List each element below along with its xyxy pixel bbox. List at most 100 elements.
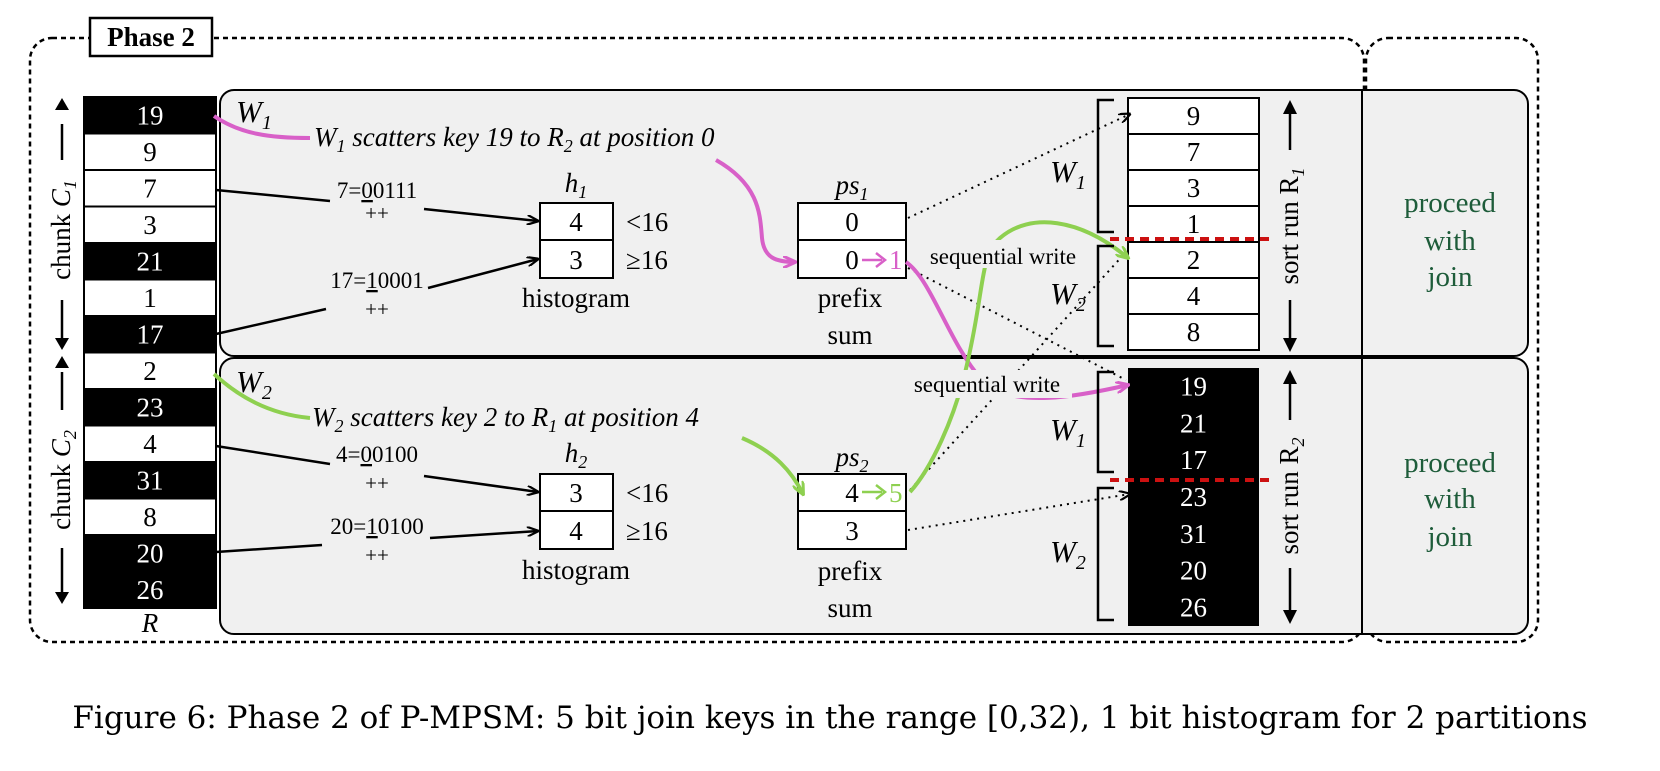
prefix-sum-1-value-b: 0 (845, 245, 859, 275)
run2-bracket-w1: W1 (1050, 412, 1086, 452)
relation-label: R (141, 608, 159, 638)
worker-1-label: W1 (236, 94, 272, 134)
relation-cell (83, 461, 217, 500)
sort-run-cell (1127, 205, 1260, 243)
relation-cell (83, 424, 217, 463)
sort-run-value: 26 (1180, 593, 1207, 623)
prefix-sum-2-title: ps2 (833, 442, 868, 476)
histogram-1-value-high: 3 (569, 245, 583, 275)
sort-run-value: 19 (1180, 371, 1207, 401)
histogram-1-range-low: <16 (626, 207, 668, 237)
w2-scatter-path-to-ps2 (741, 436, 803, 494)
relation-cell-value: 23 (137, 392, 164, 422)
sort-run-cell (1127, 133, 1260, 171)
dotted-ps1-to-run2 (907, 267, 1127, 381)
arrow-7-to-bit (215, 188, 331, 203)
dotted-ps2-to-run2 (907, 494, 1130, 531)
arrow-bit-to-hist2-high (429, 531, 538, 540)
histogram-2-cell-high (539, 510, 614, 550)
prefix-sum-1-caption-line1: prefix (818, 283, 883, 313)
relation-cell-value: 8 (143, 502, 157, 532)
prefix-sum-2-value-a: 4 (845, 478, 859, 508)
increment-20: ++ (365, 543, 389, 567)
relation-cell-value: 3 (143, 210, 157, 240)
svg-text:with: with (1424, 483, 1476, 515)
arrow-20-to-bit (215, 543, 323, 554)
proceed-with-join-2: proceed with join (1404, 447, 1496, 553)
histogram-1-value-low: 4 (569, 207, 583, 237)
sort-run-value: 9 (1187, 101, 1201, 131)
sort-run-cell (1127, 169, 1260, 207)
relation-cell-value: 1 (143, 283, 157, 313)
prefix-sum-2-update-arrowhead (875, 484, 888, 500)
sort-run-value: 21 (1180, 408, 1207, 438)
histogram-1-range-high: ≥16 (626, 245, 668, 275)
prefix-sum-2-cell-b (797, 510, 907, 550)
worker-1-scatter-note: W1 scatters key 19 to R2 at position 0 (314, 122, 715, 156)
histogram-1-caption: histogram (522, 283, 630, 313)
sort-run-value: 1 (1187, 209, 1201, 239)
histogram-2-caption: histogram (522, 555, 630, 585)
sort-run-value: 20 (1180, 556, 1207, 586)
relation-cell-value: 9 (143, 137, 157, 167)
histogram-2-value-low: 3 (569, 478, 583, 508)
histogram-2-range-low: <16 (626, 478, 668, 508)
run1-bracket-w1: W1 (1050, 154, 1086, 194)
sort-run-value: 4 (1187, 281, 1201, 311)
histogram-2-range-high: ≥16 (626, 516, 668, 546)
histogram-1-cell-high (539, 239, 614, 279)
chunk-2-indicator: chunk C2 (46, 356, 80, 604)
relation-cell-value: 7 (143, 173, 157, 203)
sequential-write-1-bg (918, 240, 1088, 268)
chunk-1-label: chunk C1 (46, 180, 80, 280)
sort-run-value: 31 (1180, 519, 1207, 549)
arrow-bit-to-hist1-high (427, 259, 538, 290)
bit-example-20: 20=10100 (330, 514, 423, 539)
relation-cell (83, 534, 217, 573)
svg-text:with: with (1424, 225, 1476, 257)
increment-7: ++ (365, 201, 389, 225)
svg-text:proceed: proceed (1404, 187, 1496, 219)
relation-cell-value: 20 (137, 538, 164, 568)
relation-cell-value: 19 (137, 100, 164, 130)
phase-label: Phase 2 (107, 22, 195, 52)
prefix-sum-1-cell-a (797, 202, 907, 241)
relation-cell-value: 26 (137, 575, 164, 605)
sort-run-value: 7 (1187, 137, 1201, 167)
relation-cell-value: 2 (143, 356, 157, 386)
chunk-1-indicator: chunk C1 (46, 98, 80, 350)
sort-run-value: 17 (1180, 445, 1207, 475)
prefix-sum-1-update-arrowhead (875, 252, 888, 268)
prefix-sum-2-caption-line2: sum (827, 593, 872, 623)
arrow-bit-to-hist1-low (423, 207, 538, 221)
relation-cell (83, 497, 217, 536)
histogram-2-title: h2 (565, 438, 588, 472)
histogram-1-cell-low (539, 202, 614, 241)
histogram-1-title: h1 (565, 168, 588, 202)
bit-example-7: 7=00111 (337, 178, 417, 203)
phase-label-box (88, 16, 214, 58)
increment-17: ++ (365, 297, 389, 321)
dotted-ps2-to-run1 (909, 251, 1127, 491)
run1-worker-brackets (1096, 98, 1114, 348)
sequential-write-label-1: sequential write (930, 244, 1076, 269)
prefix-sum-1-cell-b (797, 239, 907, 279)
relation-cell (83, 315, 217, 354)
run1-bracket-w2: W2 (1050, 276, 1086, 316)
relation-cell (83, 351, 217, 390)
sort-run-value: 8 (1187, 317, 1201, 347)
relation-cell-value: 31 (137, 465, 164, 495)
histogram-2-value-high: 4 (569, 516, 583, 546)
proceed-with-join-1: proceed with join (1404, 187, 1496, 293)
relation-cell (83, 278, 217, 317)
worker-2-scatter-note: W2 scatters key 2 to R1 at position 4 (312, 402, 699, 436)
prefix-sum-1-value-a: 0 (845, 207, 859, 237)
prefix-sum-1-new-value: 1 (889, 245, 903, 275)
sort-run-cell (1127, 241, 1260, 279)
relation-cell-value: 4 (143, 429, 157, 459)
bit-example-17: 17=10001 (330, 268, 423, 293)
sequential-write-2-bg (902, 370, 1072, 398)
